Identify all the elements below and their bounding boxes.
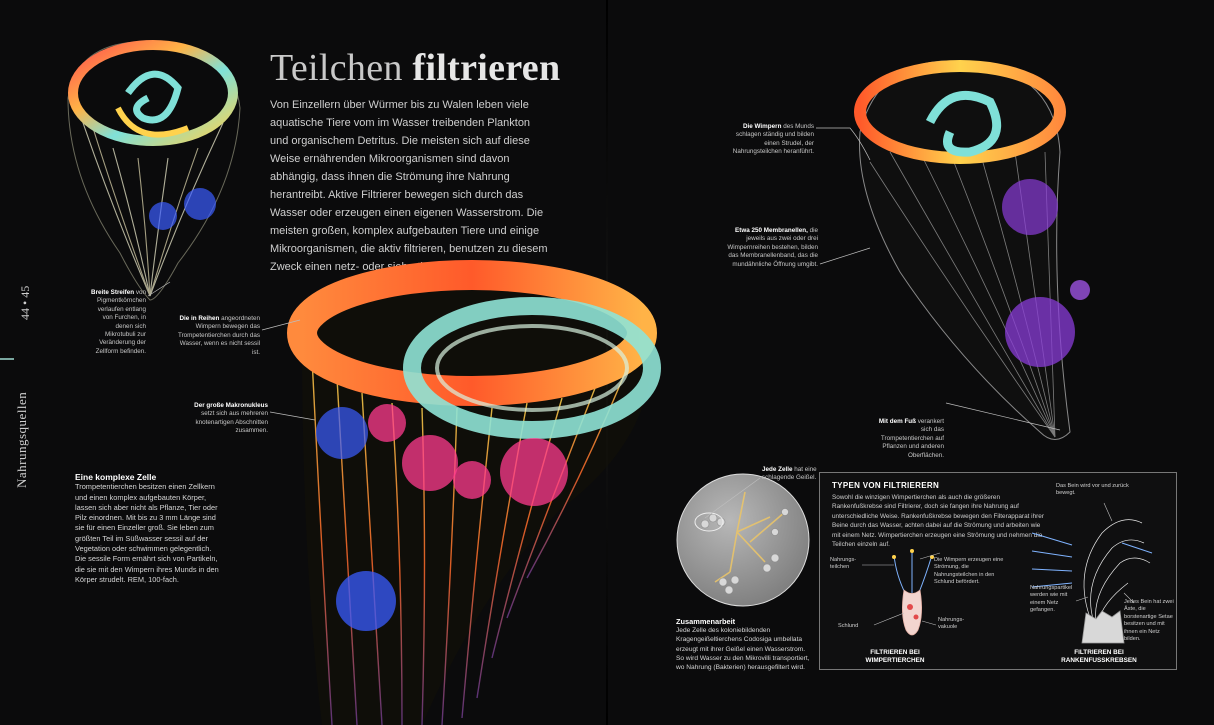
label-nahrungspartikel: Nahrungspartikel werden wie mit einem Ne… (1030, 585, 1073, 614)
annotation-membranellen: Etwa 250 Membranellen, die jeweils aus z… (727, 227, 818, 268)
right-trumpet-image (854, 60, 1090, 440)
label-bein-bewegt: Das Bein wird vor und zurück bewegt. (1056, 483, 1129, 497)
annotation-fuss: Mit dem Fuß verankert sich das Trompeten… (878, 418, 944, 459)
annotation-reihen: Die in Reihen angeordneten Wimpern beweg… (177, 315, 260, 356)
page-title: Teilchen filtrieren (270, 47, 561, 89)
annotation-streifen: Breite Streifen von Pigmentkörnchen verl… (91, 289, 146, 355)
label-nahrungsteilchen: Nahrungs- teilchen (830, 557, 857, 571)
filter-types-box: TYPEN VON FILTRIERERN Sowohl die winzige… (819, 472, 1177, 670)
label-zwei-aeste: Jedes Bein hat zwei Äste, die borstenart… (1124, 599, 1174, 643)
annotation-wimpern: Die Wimpern des Munds schlagen ständig u… (732, 123, 814, 156)
barnacle-diagram (1031, 502, 1153, 644)
large-trumpet-image (287, 260, 661, 725)
annotation-makronukleus: Der große Makronukleus setzt sich aus me… (194, 402, 268, 435)
box-title: TYPEN VON FILTRIERERN (832, 481, 940, 490)
box-text: Sowohl die winzigen Wimpertierchen als a… (832, 494, 1044, 549)
label-wimpern-stroemung: Die Wimpern erzeugen eine Strömung, die … (934, 557, 1004, 586)
ciliate-diagram (862, 549, 941, 636)
side-accent-bar (0, 358, 14, 360)
codosiga-micrograph (676, 473, 810, 607)
label-nahrungsvakuole: Nahrungs- vakuole (938, 617, 965, 631)
caption-zusammenarbeit: Zusammenarbeit Jede Zelle des koloniebil… (676, 617, 810, 672)
intro-paragraph: Von Einzellern über Würmer bis zu Walen … (270, 99, 548, 273)
annotation-zelle: Jede Zelle hat eine schlagende Geißel. (762, 466, 817, 482)
small-trumpet-image (67, 40, 241, 301)
label-schlund: Schlund (838, 623, 859, 629)
caption-komplexe-zelle: Eine komplexe Zelle Trompetentierchen be… (75, 472, 219, 584)
